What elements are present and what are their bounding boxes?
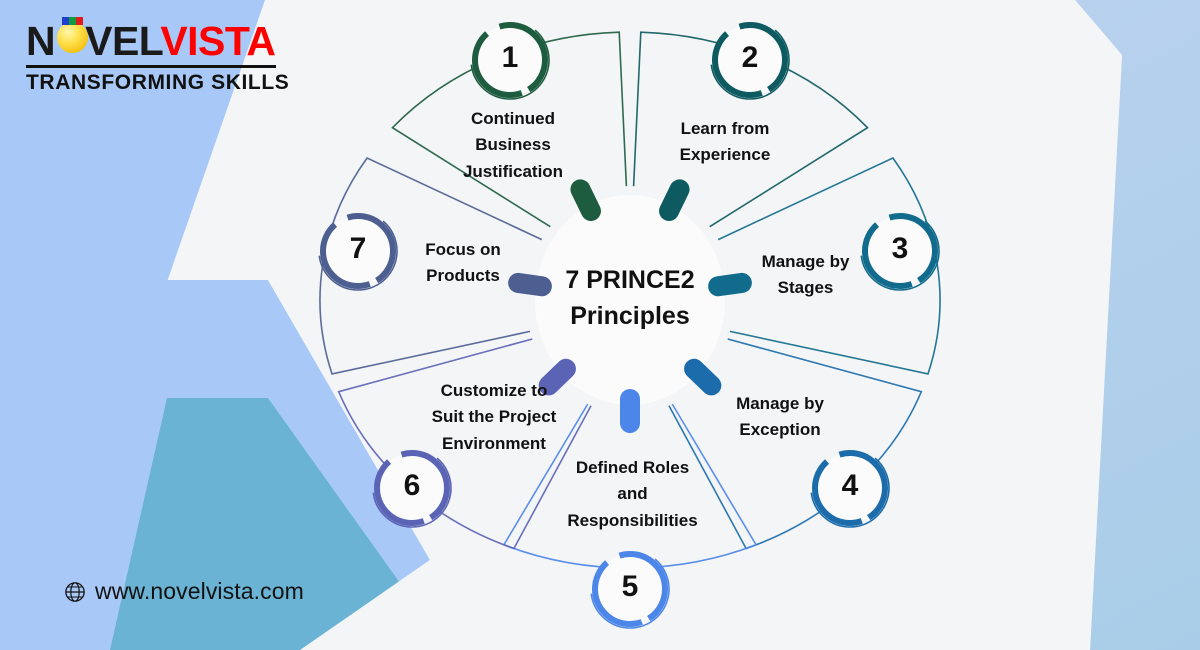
logo-tagline: TRANSFORMING SKILLS: [26, 71, 290, 94]
principle-number-1: 1: [501, 41, 519, 74]
logo-text-vel: VEL: [85, 18, 161, 64]
footer-url-text: www.novelvista.com: [95, 578, 304, 604]
logo-text-vista: VISTA: [160, 18, 276, 64]
globe-icon: [65, 581, 85, 602]
logo-cap-icon: [62, 17, 83, 25]
gold-sphere-icon: [57, 22, 88, 53]
logo-wordmark: N VELVISTA: [26, 17, 288, 64]
principle-label-2: Learn from Experience: [679, 119, 771, 165]
principle-label-3: Manage by Stages: [761, 252, 850, 298]
hub-title: 7 PRINCE2 Principles: [565, 266, 695, 331]
logo-divider: [26, 65, 276, 68]
principle-label-7: Focus on Products: [425, 240, 501, 286]
principle-number-5: 5: [621, 570, 639, 603]
principle-number-7: 7: [349, 232, 367, 265]
principle-number-2: 2: [741, 41, 759, 74]
footer-website[interactable]: www.novelvista.com: [64, 578, 304, 605]
principle-number-6: 6: [403, 469, 421, 502]
principle-label-6: Customize to Suit the Project Environmen…: [431, 381, 557, 453]
principle-label-5: Defined Roles and Responsibilities: [567, 458, 698, 530]
principle-label-1: Continued Business Justification: [462, 109, 564, 181]
principle-label-4: Manage by Exception: [736, 394, 824, 440]
logo-o-placeholder: [55, 54, 85, 55]
logo-text-n: N: [26, 18, 56, 64]
bg-lower-left-mid: [110, 398, 430, 650]
principle-number-3: 3: [891, 232, 909, 265]
brand-logo: N VELVISTA TRANSFORMING SKILLS: [26, 17, 290, 95]
principle-number-4: 4: [841, 469, 859, 502]
